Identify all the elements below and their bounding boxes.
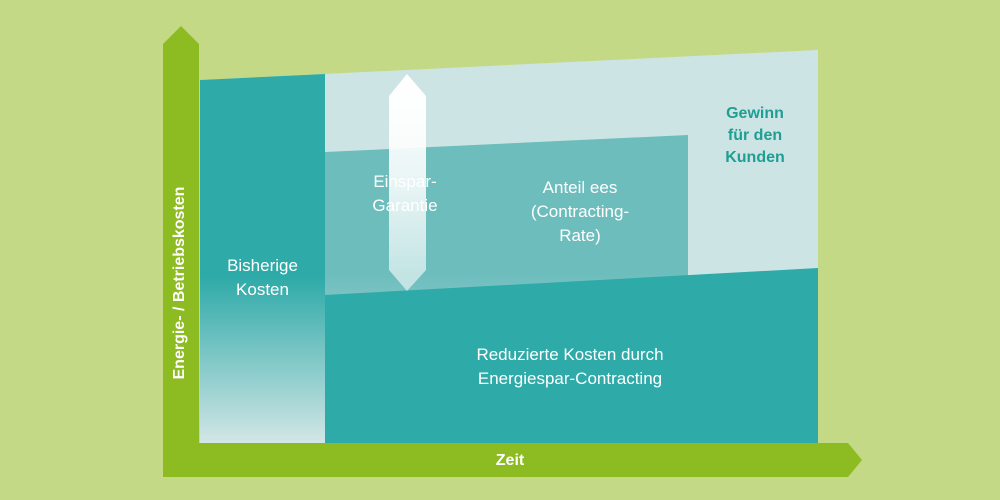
einspar-garantie-arrow xyxy=(389,74,426,291)
bisherige-region xyxy=(200,74,325,443)
reduziert-region xyxy=(325,268,818,443)
y-axis xyxy=(163,44,199,477)
x-axis xyxy=(163,443,848,477)
x-axis-arrowhead xyxy=(848,443,862,477)
y-axis-arrowhead xyxy=(163,26,199,44)
y-axis-label: Energie- / Betriebskosten xyxy=(171,186,188,380)
gewinn-label: Gewinn für den Kunden xyxy=(725,105,785,166)
anteil-ees-label: Anteil ees (Contracting- Rate) xyxy=(530,178,630,245)
x-axis-label: Zeit xyxy=(495,452,525,469)
reduzierte-kosten-label: Reduzierte Kosten durch Energiespar-Cont… xyxy=(476,345,664,388)
bisherige-kosten-label: Bisherige Kosten xyxy=(227,256,298,299)
einspar-garantie-label: Einspar- Garantie xyxy=(372,172,438,215)
